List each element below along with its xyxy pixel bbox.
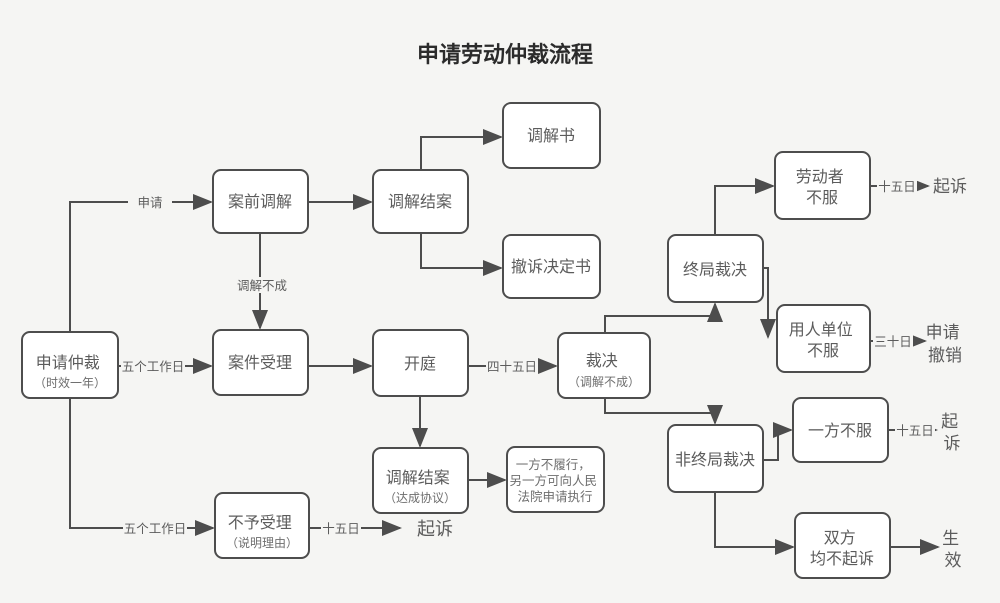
svg-text:调解书: 调解书	[527, 127, 575, 145]
node-nonfinal-ruling: 非终局裁决	[667, 424, 764, 493]
edge-ruling-to-nonfinal-ruling	[604, 398, 723, 425]
svg-text:用人单位 不服: 用人单位 不服	[789, 321, 857, 360]
svg-text:撤诉决定书: 撤诉决定书	[511, 258, 591, 276]
svg-text:十五日: 十五日	[896, 424, 934, 438]
edge-label-five-workdays-mid: 五个工作日	[121, 358, 185, 374]
node-pre-mediation-box	[212, 169, 309, 234]
node-nonfinal-ruling-box	[667, 424, 764, 493]
svg-text:调解结案 （达成协议）: 调解结案 （达成协议）	[384, 469, 456, 505]
svg-text:双方 均不起诉: 双方 均不起诉	[810, 529, 874, 568]
edge-label-fifteen-days-right: 十五日	[895, 422, 935, 438]
endpoint-apply-revoke: 申请 撤销	[926, 323, 965, 365]
node-both-no-sue-box	[794, 512, 891, 579]
edge-label-mediation-fail: 调解不成	[233, 277, 291, 293]
node-one-party-dissent: 一方不服	[792, 397, 889, 463]
svg-text:终局裁决: 终局裁决	[683, 261, 747, 279]
svg-text:五个工作日: 五个工作日	[124, 522, 187, 536]
svg-text:三十日: 三十日	[874, 335, 912, 349]
node-ruling: 裁决 （调解不成）	[557, 332, 651, 399]
edge-final-ruling-to-employer-dissent	[760, 267, 776, 339]
edge-label-five-workdays-bottom: 五个工作日	[123, 520, 187, 536]
node-ruling-box	[557, 332, 651, 399]
edge-nonfinal-to-one-party-dissent	[763, 422, 793, 461]
node-pre-mediation: 案前调解	[212, 169, 309, 234]
endpoint-sue-right: 起 诉	[941, 412, 963, 453]
node-hearing-box	[372, 329, 469, 397]
svg-text:调解不成: 调解不成	[237, 279, 287, 293]
node-enforce-box	[506, 446, 605, 513]
node-case-accept-box	[212, 329, 309, 396]
node-withdraw-doc: 撤诉决定书	[502, 234, 601, 299]
edge-mediation-close-to-mediation-doc	[420, 129, 503, 170]
node-apply-box	[21, 331, 119, 399]
node-employer-dissent: 用人单位 不服	[776, 304, 871, 373]
endpoint-effective: 生 效	[942, 529, 964, 570]
node-employer-dissent-box	[776, 304, 871, 373]
node-mediation-close-top-box	[372, 169, 469, 234]
svg-text:申请: 申请	[137, 196, 162, 210]
node-mediation-close-top: 调解结案	[372, 169, 469, 234]
node-final-ruling: 终局裁决	[667, 234, 764, 303]
svg-text:非终局裁决: 非终局裁决	[675, 451, 755, 469]
svg-text:案件受理: 案件受理	[228, 354, 292, 372]
edge-ruling-to-final-ruling	[604, 302, 723, 333]
edge-label-fifteen-days-bottom: 十五日	[321, 520, 361, 536]
node-mediation-doc-box	[502, 102, 601, 169]
svg-text:申请仲裁 （时效一年）: 申请仲裁 （时效一年）	[34, 354, 106, 390]
node-both-no-sue: 双方 均不起诉	[794, 512, 891, 579]
node-reject-box	[214, 492, 310, 559]
edge-label-fifteen-days-topright: 十五日	[877, 178, 917, 194]
edge-nonfinal-to-both-no-sue	[714, 492, 795, 555]
node-hearing: 开庭	[372, 329, 469, 397]
svg-text:开庭: 开庭	[404, 355, 436, 373]
svg-text:裁决 （调解不成）: 裁决 （调解不成）	[568, 352, 640, 389]
svg-text:案前调解: 案前调解	[228, 193, 292, 211]
endpoint-sue-bottom: 起诉	[417, 519, 453, 539]
node-apply: 申请仲裁 （时效一年）	[21, 331, 119, 399]
svg-text:十五日: 十五日	[878, 180, 916, 194]
node-withdraw-doc-box	[502, 234, 601, 299]
node-worker-dissent-box	[774, 151, 871, 220]
edge-final-ruling-to-worker-dissent	[714, 178, 775, 235]
node-mediation-doc: 调解书	[502, 102, 601, 169]
edge-label-thirty-days: 三十日	[873, 333, 913, 349]
node-mediation-close-bottom: 调解结案 （达成协议）	[372, 447, 469, 514]
svg-text:不予受理 （说明理由）: 不予受理 （说明理由）	[226, 514, 298, 550]
edge-mediation-close-to-withdraw-doc	[420, 233, 503, 276]
svg-text:调解结案: 调解结案	[388, 193, 452, 211]
node-reject: 不予受理 （说明理由）	[214, 492, 310, 559]
node-case-accept: 案件受理	[212, 329, 309, 396]
svg-text:十五日: 十五日	[322, 522, 360, 536]
node-worker-dissent: 劳动者 不服	[774, 151, 871, 220]
svg-text:劳动者 不服: 劳动者 不服	[796, 168, 848, 207]
endpoint-sue-topright: 起诉	[933, 177, 967, 196]
edge-label-forty-five-days: 四十五日	[486, 358, 538, 374]
page-title: 申请劳动仲裁流程	[417, 42, 593, 67]
svg-text:四十五日: 四十五日	[487, 360, 537, 374]
node-final-ruling-box	[667, 234, 764, 303]
svg-text:五个工作日: 五个工作日	[122, 360, 185, 374]
edge-label-apply: 申请	[128, 194, 172, 210]
node-enforce: 一方不履行， 另一方可向人民 法院申请执行	[506, 446, 605, 513]
node-mediation-close-bottom-box	[372, 447, 469, 514]
node-one-party-dissent-box	[792, 397, 889, 463]
svg-text:一方不服: 一方不服	[808, 422, 872, 440]
svg-text:一方不履行， 另一方可向人民 法院申: 一方不履行， 另一方可向人民 法院申请执行	[510, 457, 601, 504]
